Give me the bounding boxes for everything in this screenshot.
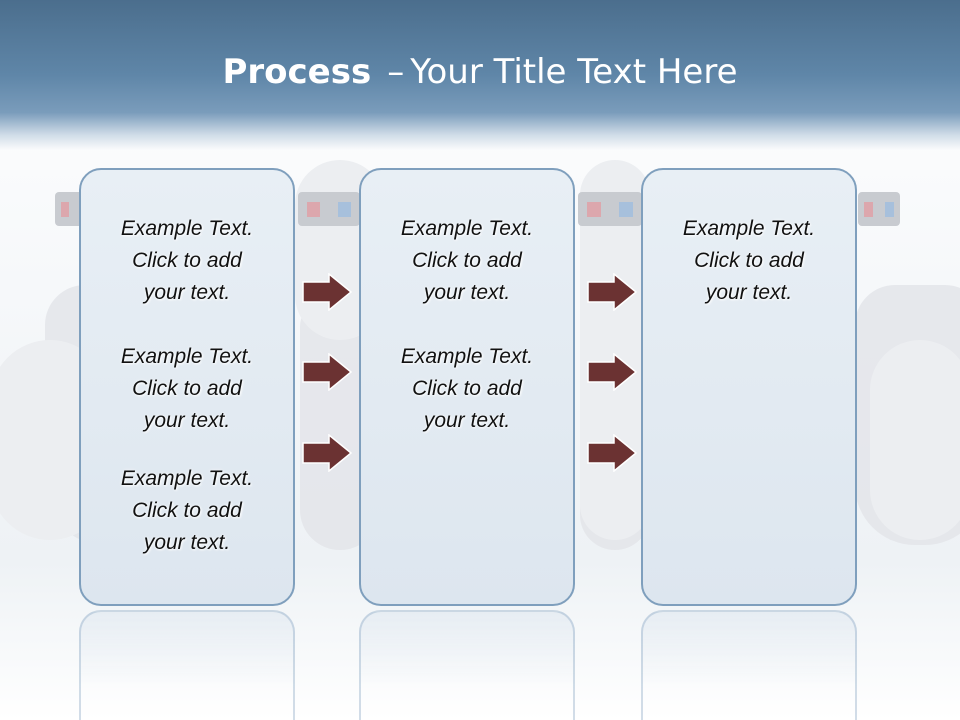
item-line: your text. — [423, 409, 511, 432]
panel-reflection — [641, 610, 857, 720]
right-arrow-icon — [302, 434, 352, 472]
slide-title[interactable]: Process–Your Title Text Here — [0, 52, 960, 92]
right-arrow-icon — [587, 434, 637, 472]
item-line: Click to add — [412, 249, 522, 272]
item-line: Example Text. — [120, 467, 254, 490]
item-line: Click to add — [694, 249, 804, 272]
process-panel-3[interactable]: Example Text. Click to add your text. — [641, 168, 857, 606]
item-line: Example Text. — [120, 217, 254, 240]
item-line: Click to add — [132, 499, 242, 522]
panel-text-item[interactable]: Example Text. Click to add your text. — [361, 213, 573, 309]
right-arrow-icon — [302, 273, 352, 311]
item-line: your text. — [143, 409, 231, 432]
item-line: Example Text. — [400, 345, 534, 368]
item-line: Click to add — [132, 249, 242, 272]
item-line: your text. — [423, 281, 511, 304]
right-arrow-icon — [587, 273, 637, 311]
panel-text-item[interactable]: Example Text. Click to add your text. — [81, 463, 293, 559]
panel-text-item[interactable]: Example Text. Click to add your text. — [643, 213, 855, 309]
title-separator: – — [387, 52, 405, 92]
item-line: Click to add — [132, 377, 242, 400]
glasses-shape — [858, 192, 900, 226]
title-text: Your Title Text Here — [410, 52, 738, 92]
item-line: your text. — [143, 281, 231, 304]
right-arrow-icon — [587, 353, 637, 391]
process-panel-2[interactable]: Example Text. Click to add your text. Ex… — [359, 168, 575, 606]
item-line: your text. — [705, 281, 793, 304]
panel-reflection — [79, 610, 295, 720]
item-line: Example Text. — [400, 217, 534, 240]
glasses-shape — [578, 192, 642, 226]
panel-text-item[interactable]: Example Text. Click to add your text. — [81, 213, 293, 309]
item-line: Click to add — [412, 377, 522, 400]
title-banner — [0, 0, 960, 150]
panel-text-item[interactable]: Example Text. Click to add your text. — [361, 341, 573, 437]
panel-text-item[interactable]: Example Text. Click to add your text. — [81, 341, 293, 437]
panel-reflection — [359, 610, 575, 720]
glasses-shape — [298, 192, 360, 226]
process-panel-1[interactable]: Example Text. Click to add your text. Ex… — [79, 168, 295, 606]
right-arrow-icon — [302, 353, 352, 391]
figure-shape — [870, 340, 960, 540]
item-line: Example Text. — [120, 345, 254, 368]
title-bold: Process — [222, 52, 372, 92]
item-line: your text. — [143, 531, 231, 554]
item-line: Example Text. — [682, 217, 816, 240]
